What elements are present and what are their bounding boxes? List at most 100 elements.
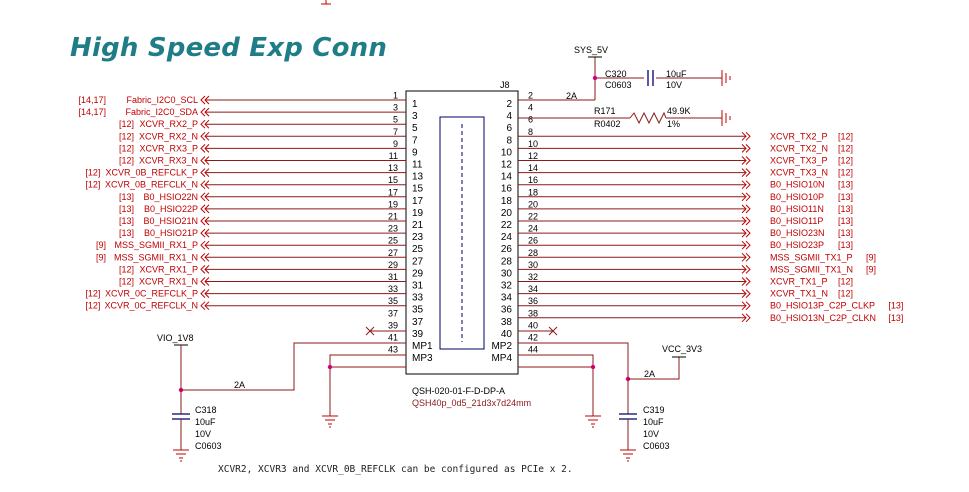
right-pin-inner-label: 6 xyxy=(506,123,512,134)
left-net-label: B0_HSIO21P xyxy=(144,228,198,238)
right-pin-inner-label: 10 xyxy=(501,147,513,158)
pin39-wire xyxy=(181,342,406,391)
left-net-label: Fabric_I2C0_SCL xyxy=(126,95,198,105)
right-pin-number: 44 xyxy=(528,345,538,355)
right-net-label: B0_HSIO13P_C2P_CLKP xyxy=(770,301,875,311)
left-pin-inner-label: MP1 xyxy=(412,341,433,352)
left-offpage-arrow-icon xyxy=(204,216,210,226)
right-pin-number: 8 xyxy=(528,127,533,137)
right-pin-number: 10 xyxy=(528,139,538,149)
right-net-label: XCVR_TX1_P xyxy=(770,277,828,287)
right-net-sheet-ref: [13] xyxy=(838,240,853,250)
left-pin-inner-label: 1 xyxy=(412,99,418,110)
top-ground-stub xyxy=(321,0,331,5)
right-pin-inner-label: 36 xyxy=(501,305,513,316)
right-pin-inner-label: 20 xyxy=(501,208,513,219)
left-net-label: MSS_SGMII_RX1_N xyxy=(114,252,198,262)
right-pin-number: 32 xyxy=(528,272,538,282)
left-pin-inner-label: 23 xyxy=(412,232,424,243)
right-pin-number: 2 xyxy=(528,91,533,101)
right-pin-inner-label: 34 xyxy=(501,293,513,304)
left-net-sheet-ref: [12] xyxy=(119,264,134,274)
left-offpage-arrow-icon xyxy=(200,277,206,286)
right-pin-inner-label: 22 xyxy=(501,220,513,231)
left-offpage-arrow-icon xyxy=(200,131,206,141)
connector-ref: J8 xyxy=(500,80,510,90)
left-pin-number: 37 xyxy=(388,308,398,318)
left-offpage-arrow-icon xyxy=(204,131,210,141)
right-net-sheet-ref: [12] xyxy=(838,289,853,299)
right-net-label: B0_HSIO13N_C2P_CLKN xyxy=(770,313,876,323)
mp-left-ground xyxy=(322,354,406,428)
left-pin-number: 41 xyxy=(388,333,398,343)
left-pin-inner-label: 29 xyxy=(412,268,424,279)
left-net-label: XCVR_RX1_P xyxy=(139,264,198,274)
right-pin-inner-label: MP2 xyxy=(491,341,512,352)
left-net-sheet-ref: [13] xyxy=(119,204,134,214)
left-net-sheet-ref: [12] xyxy=(85,168,100,178)
vio-label: VIO_1V8 xyxy=(157,333,194,343)
right-net-label: B0_HSIO10N xyxy=(770,180,825,190)
left-net-label: XCVR_RX2_N xyxy=(139,131,198,141)
right-net-label: B0_HSIO23P xyxy=(770,240,824,250)
left-offpage-arrow-icon xyxy=(204,240,210,250)
c319-voltage: 10V xyxy=(643,429,659,439)
left-offpage-arrow-icon xyxy=(204,144,210,153)
right-pin-inner-label: 40 xyxy=(501,329,513,340)
sys5v-label: SYS_5V xyxy=(574,45,608,55)
mp-right-ground-icon xyxy=(585,415,601,428)
right-pin-number: 24 xyxy=(528,224,538,234)
left-pin-number: 33 xyxy=(388,284,398,294)
right-offpage-arrow-icon xyxy=(741,204,747,214)
left-net-sheet-ref: [12] xyxy=(119,119,134,129)
right-offpage-arrow-icon xyxy=(741,156,747,165)
right-net-sheet-ref: [9] xyxy=(866,252,876,262)
connector-part-number: QSH-020-01-F-D-DP-A xyxy=(412,386,505,396)
left-pin-inner-label: 21 xyxy=(412,220,424,231)
left-net-label: XCVR_RX2_P xyxy=(139,119,198,129)
left-pin-number: 3 xyxy=(393,103,398,113)
left-net-sheet-ref: [12] xyxy=(119,131,134,141)
left-pin-number: 23 xyxy=(388,224,398,234)
left-net-label: Fabric_I2C0_SDA xyxy=(125,107,198,117)
sys5v-section: SYS_5V C320 C0603 10uF 10V 2A R171 R0402 xyxy=(518,45,731,129)
left-net-sheet-ref: [14,17] xyxy=(78,107,106,117)
right-offpage-arrow-icon xyxy=(741,252,747,262)
left-pin-number: 27 xyxy=(388,248,398,258)
left-pin-inner-label: 27 xyxy=(412,256,424,267)
left-offpage-arrow-icon xyxy=(200,289,206,298)
left-offpage-arrow-icon xyxy=(204,277,210,286)
left-net-sheet-ref: [9] xyxy=(96,240,106,250)
left-net-sheet-ref: [12] xyxy=(119,277,134,287)
right-net-label: XCVR_TX3_P xyxy=(770,156,828,166)
left-pin-number: 35 xyxy=(388,296,398,306)
left-offpage-arrow-icon xyxy=(200,228,206,238)
r171-ref: R171 xyxy=(594,106,616,116)
right-pin-number: 18 xyxy=(528,187,538,197)
right-offpage-arrow-icon xyxy=(741,144,747,153)
right-offpage-arrow-icon xyxy=(745,131,751,141)
left-pin-inner-label: 19 xyxy=(412,208,424,219)
right-pin-inner-label: 38 xyxy=(501,317,513,328)
left-pin-inner-label: 25 xyxy=(412,244,424,255)
c320-value: 10uF xyxy=(666,69,687,79)
left-net-label: XCVR_0C_REFCLK_N xyxy=(104,301,198,311)
right-pin-number: 16 xyxy=(528,175,538,185)
left-pin-inner-label: 3 xyxy=(412,111,418,122)
connector-outline xyxy=(439,116,485,350)
right-net-label: XCVR_TX1_N xyxy=(770,289,828,299)
right-pin-inner-label: 12 xyxy=(501,160,513,171)
left-net-sheet-ref: [12] xyxy=(119,156,134,166)
left-offpage-arrow-icon xyxy=(204,95,210,105)
right-pin-number: 34 xyxy=(528,284,538,294)
left-pin-number: 1 xyxy=(393,91,398,101)
right-pin-number: 28 xyxy=(528,248,538,258)
left-offpage-arrow-icon xyxy=(204,265,210,274)
connector-body xyxy=(405,90,519,375)
left-net-label: B0_HSIO21N xyxy=(143,216,198,226)
right-net-label: XCVR_TX2_N xyxy=(770,143,828,153)
right-net-sheet-ref: [13] xyxy=(838,216,853,226)
left-net-sheet-ref: [12] xyxy=(85,301,100,311)
left-pin-inner-label: 31 xyxy=(412,281,424,292)
